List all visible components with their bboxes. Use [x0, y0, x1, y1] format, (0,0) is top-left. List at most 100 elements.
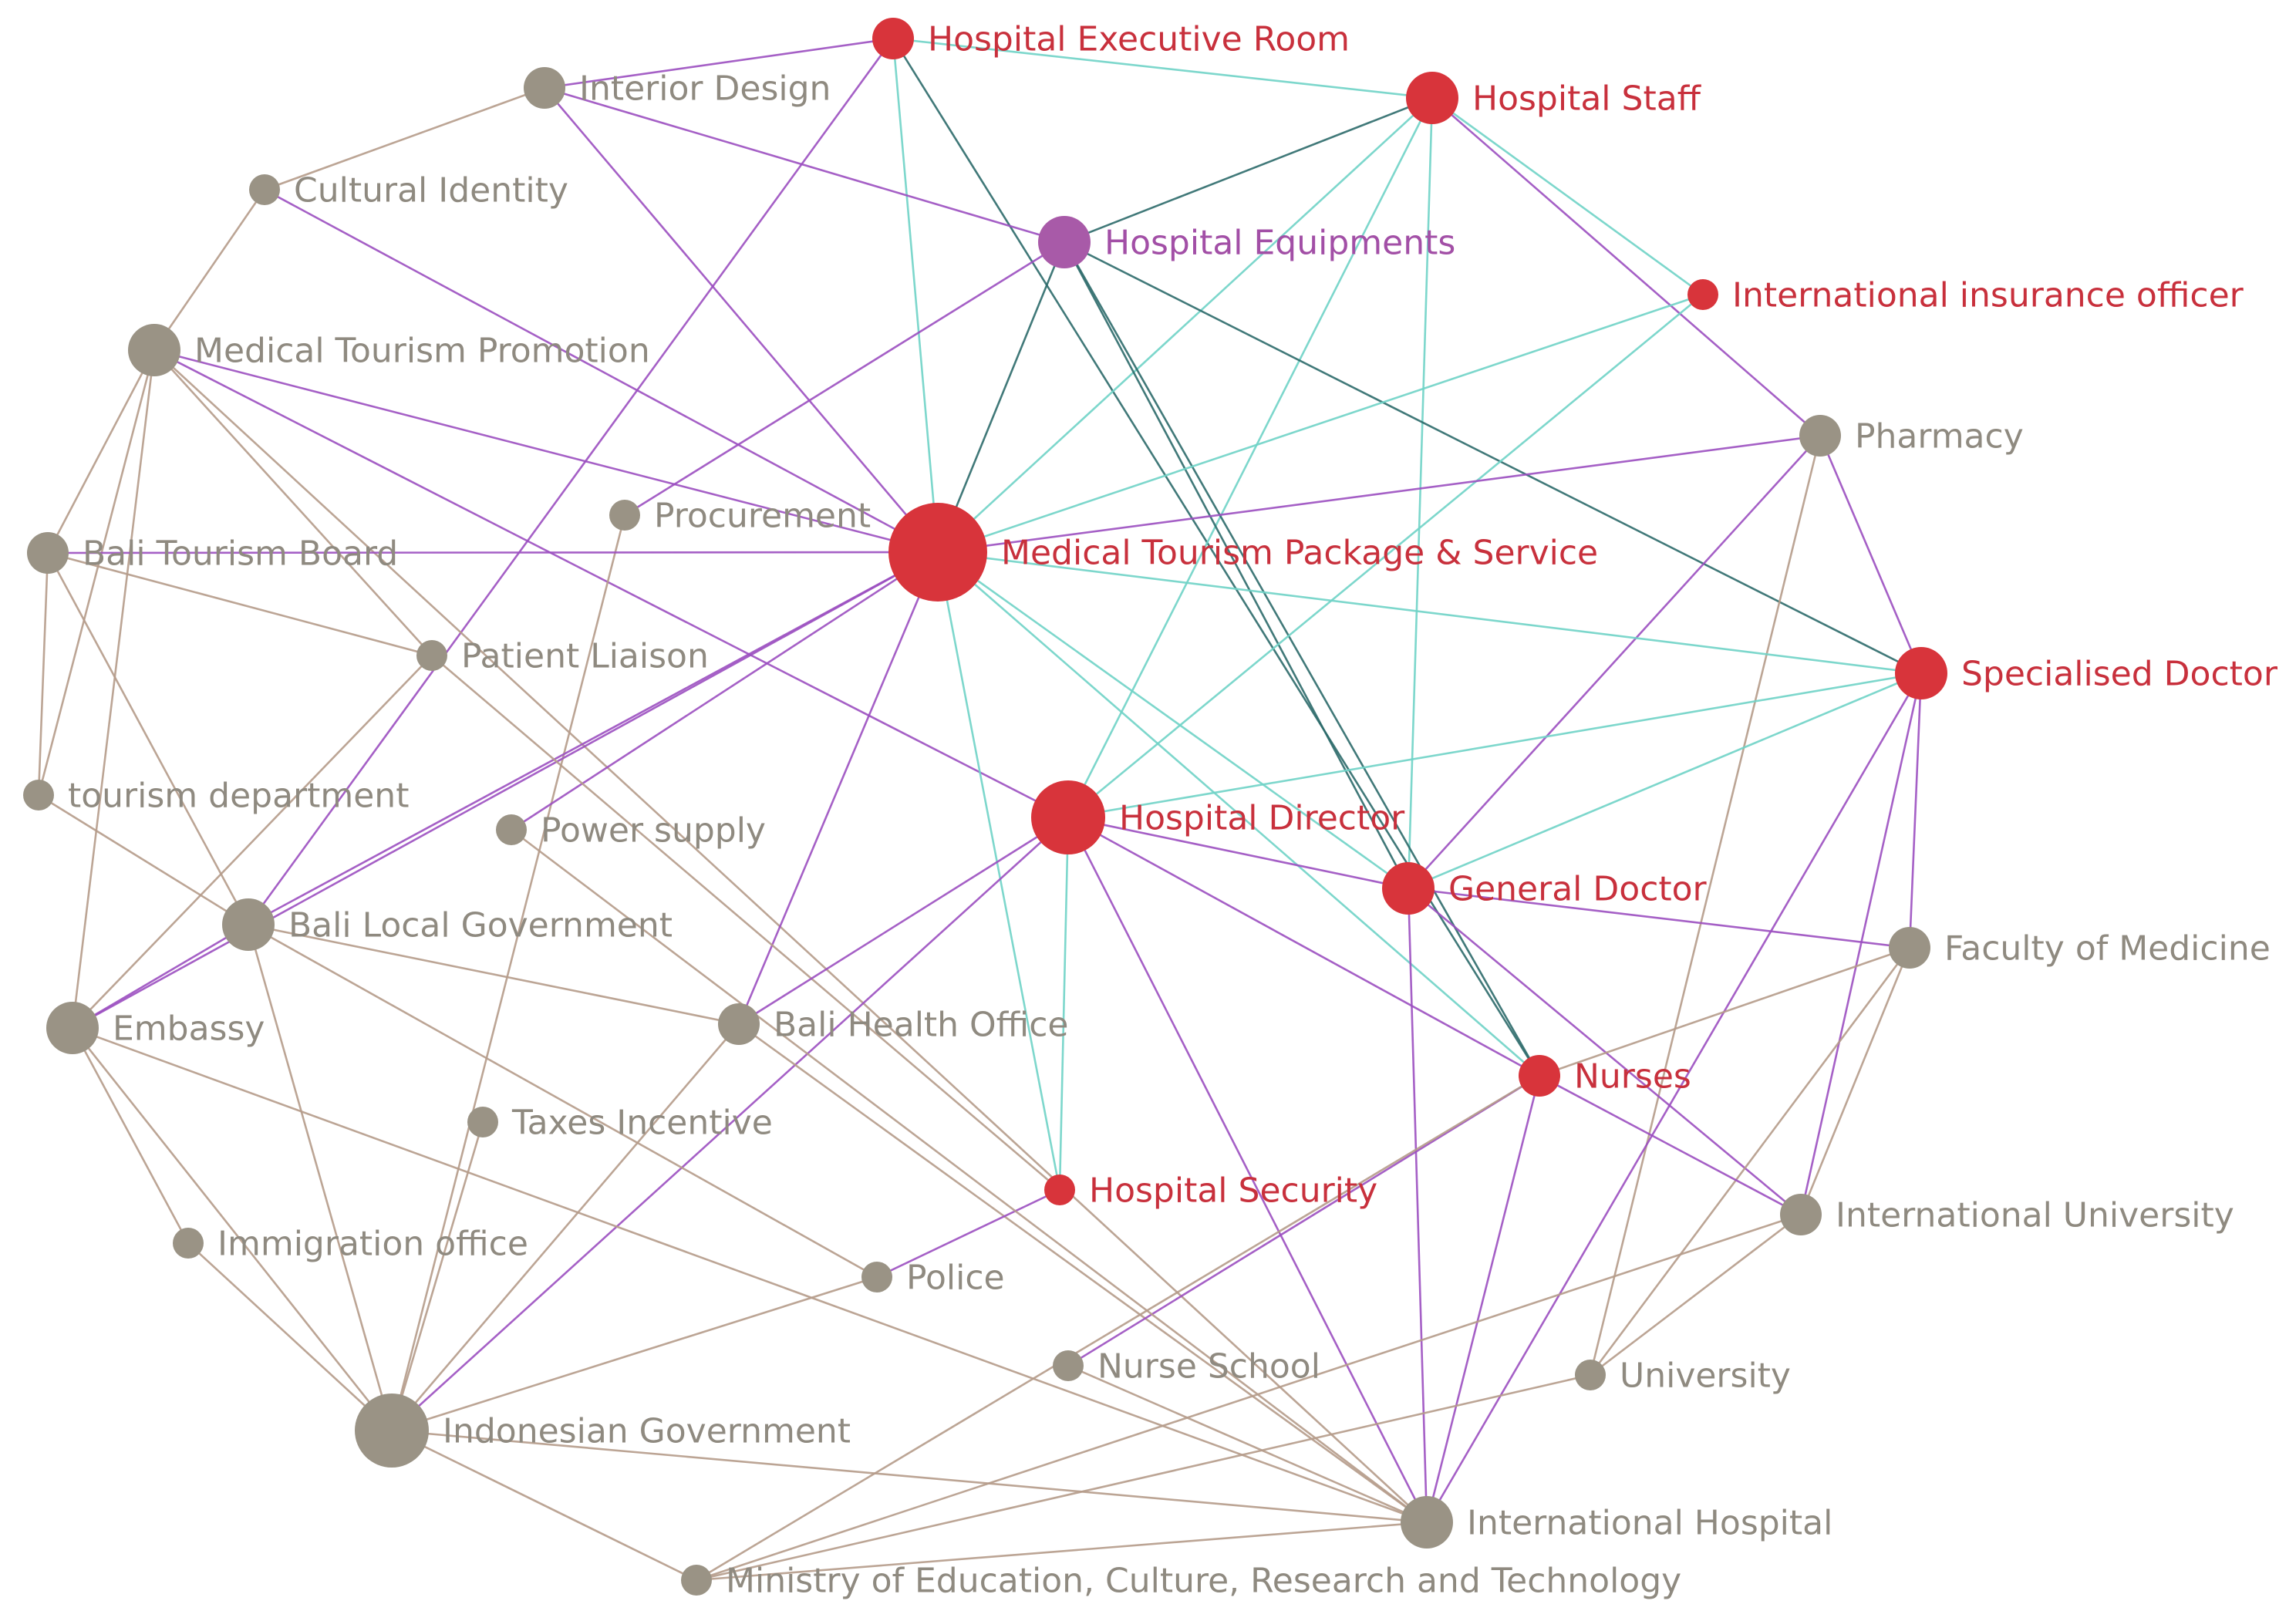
node-marker-patient_liaison[interactable] — [416, 640, 447, 671]
edge-hospital_executive_room-to-medical_tourism_package — [892, 38, 939, 553]
node-immigration_office[interactable]: Immigration office — [173, 1224, 528, 1263]
node-marker-international_university[interactable] — [1780, 1194, 1822, 1235]
node-marker-tourism_department[interactable] — [23, 780, 54, 810]
node-marker-indonesian_government[interactable] — [355, 1394, 429, 1468]
edge-hospital_director-to-nurses — [1067, 816, 1540, 1077]
node-marker-procurement[interactable] — [609, 500, 640, 531]
edge-indonesian_government-to-international_hospital — [391, 1429, 1428, 1524]
node-marker-bali_tourism_board[interactable] — [27, 532, 69, 574]
edge-cultural_identity-to-medical_tourism_package — [264, 188, 939, 554]
edge-international_insurance_officer-to-hospital_director — [1067, 293, 1704, 819]
node-marker-hospital_director[interactable] — [1031, 780, 1105, 854]
node-marker-immigration_office[interactable] — [173, 1228, 204, 1259]
node-pharmacy[interactable]: Pharmacy — [1799, 415, 2024, 457]
node-marker-international_insurance_officer[interactable] — [1687, 279, 1718, 310]
node-marker-interior_design[interactable] — [524, 67, 565, 109]
edge-general_doctor-to-international_university — [1408, 888, 1802, 1215]
node-medical_tourism_promotion[interactable]: Medical Tourism Promotion — [128, 324, 650, 376]
edge-nurses-to-ministry_of_education — [696, 1074, 1540, 1582]
node-label-taxes_incentive: Taxes Incentive — [511, 1103, 773, 1142]
edge-police-to-indonesian_government — [391, 1276, 878, 1432]
node-power_supply[interactable]: Power supply — [496, 810, 766, 850]
edge-hospital_equipments-to-procurement — [624, 241, 1065, 517]
edge-medical_tourism_package-to-embassy — [72, 551, 939, 1030]
node-bali_local_government[interactable]: Bali Local Government — [222, 898, 673, 951]
node-marker-police[interactable] — [861, 1262, 892, 1292]
node-general_doctor[interactable]: General Doctor — [1382, 862, 1708, 915]
node-marker-power_supply[interactable] — [496, 814, 527, 845]
edge-medical_tourism_promotion-to-hospital_director — [153, 349, 1069, 819]
node-interior_design[interactable]: Interior Design — [524, 67, 831, 109]
node-international_university[interactable]: International University — [1780, 1194, 2234, 1235]
node-police[interactable]: Police — [861, 1258, 1005, 1297]
node-marker-nurse_school[interactable] — [1053, 1350, 1084, 1381]
edge-hospital_director-to-general_doctor — [1067, 816, 1409, 890]
node-marker-hospital_equipments[interactable] — [1038, 216, 1091, 268]
edge-international_university-to-ministry_of_education — [696, 1213, 1802, 1582]
node-marker-cultural_identity[interactable] — [249, 174, 280, 205]
node-marker-medical_tourism_promotion[interactable] — [128, 324, 180, 376]
node-label-international_insurance_officer: International insurance officer — [1732, 275, 2244, 315]
node-hospital_executive_room[interactable]: Hospital Executive Room — [872, 18, 1350, 59]
node-hospital_director[interactable]: Hospital Director — [1031, 780, 1405, 854]
edge-medical_tourism_promotion-to-medical_tourism_package — [153, 349, 939, 554]
node-label-hospital_staff: Hospital Staff — [1472, 79, 1702, 118]
node-marker-taxes_incentive[interactable] — [467, 1107, 498, 1137]
node-university[interactable]: University — [1575, 1356, 1791, 1395]
node-international_hospital[interactable]: International Hospital — [1401, 1496, 1832, 1549]
node-label-hospital_equipments: Hospital Equipments — [1104, 223, 1455, 262]
node-marker-embassy[interactable] — [46, 1002, 99, 1054]
node-tourism_department[interactable]: tourism department — [23, 776, 409, 815]
node-bali_health_office[interactable]: Bali Health Office — [718, 1003, 1069, 1045]
edge-hospital_equipments-to-nurses — [1063, 241, 1541, 1077]
edge-specialised_doctor-to-general_doctor — [1408, 672, 1922, 890]
node-hospital_equipments[interactable]: Hospital Equipments — [1038, 216, 1455, 268]
node-marker-medical_tourism_package[interactable] — [888, 503, 987, 602]
node-label-international_hospital: International Hospital — [1467, 1503, 1832, 1542]
node-cultural_identity[interactable]: Cultural Identity — [249, 170, 568, 210]
node-marker-hospital_security[interactable] — [1044, 1174, 1075, 1205]
node-marker-bali_local_government[interactable] — [222, 898, 275, 951]
node-marker-international_hospital[interactable] — [1401, 1496, 1453, 1549]
node-marker-ministry_of_education[interactable] — [681, 1565, 712, 1596]
node-label-hospital_security: Hospital Security — [1089, 1171, 1377, 1210]
edge-specialised_doctor-to-international_university — [1799, 672, 1923, 1215]
edge-taxes_incentive-to-indonesian_government — [390, 1121, 484, 1431]
edge-medical_tourism_package-to-nurses — [937, 551, 1540, 1077]
node-marker-bali_health_office[interactable] — [718, 1003, 760, 1045]
node-marker-faculty_of_medicine[interactable] — [1889, 927, 1930, 969]
node-label-tourism_department: tourism department — [68, 776, 409, 815]
node-hospital_security[interactable]: Hospital Security — [1044, 1171, 1377, 1210]
edge-medical_tourism_package-to-power_supply — [511, 551, 939, 831]
node-specialised_doctor[interactable]: Specialised Doctor — [1895, 647, 2278, 699]
node-marker-general_doctor[interactable] — [1382, 862, 1435, 915]
node-bali_tourism_board[interactable]: Bali Tourism Board — [27, 532, 398, 574]
node-marker-hospital_staff[interactable] — [1406, 72, 1458, 124]
node-nurse_school[interactable]: Nurse School — [1053, 1346, 1320, 1386]
node-marker-pharmacy[interactable] — [1799, 415, 1841, 457]
node-indonesian_government[interactable]: Indonesian Government — [355, 1394, 851, 1468]
node-international_insurance_officer[interactable]: International insurance officer — [1687, 275, 2244, 315]
node-embassy[interactable]: Embassy — [46, 1002, 265, 1054]
node-faculty_of_medicine[interactable]: Faculty of Medicine — [1889, 927, 2271, 969]
node-marker-university[interactable] — [1575, 1360, 1606, 1390]
edge-hospital_security-to-police — [876, 1188, 1060, 1279]
edge-hospital_director-to-international_hospital — [1067, 817, 1428, 1523]
node-procurement[interactable]: Procurement — [609, 496, 871, 535]
node-label-university: University — [1620, 1356, 1791, 1395]
node-marker-nurses[interactable] — [1519, 1055, 1560, 1097]
node-hospital_staff[interactable]: Hospital Staff — [1406, 72, 1702, 124]
edge-hospital_staff-to-hospital_director — [1067, 97, 1434, 818]
edge-bali_local_government-to-indonesian_government — [247, 924, 393, 1431]
node-ministry_of_education[interactable]: Ministry of Education, Culture, Research… — [681, 1561, 1681, 1600]
node-nurses[interactable]: Nurses — [1519, 1055, 1691, 1097]
node-medical_tourism_package[interactable]: Medical Tourism Package & Service — [888, 503, 1598, 602]
node-patient_liaison[interactable]: Patient Liaison — [416, 636, 709, 676]
edge-hospital_staff-to-pharmacy — [1431, 97, 1821, 436]
node-taxes_incentive[interactable]: Taxes Incentive — [467, 1103, 773, 1142]
node-marker-specialised_doctor[interactable] — [1895, 647, 1947, 699]
node-marker-hospital_executive_room[interactable] — [872, 18, 914, 59]
edge-faculty_of_medicine-to-international_university — [1799, 947, 1911, 1215]
edge-specialised_doctor-to-hospital_director — [1067, 672, 1922, 819]
